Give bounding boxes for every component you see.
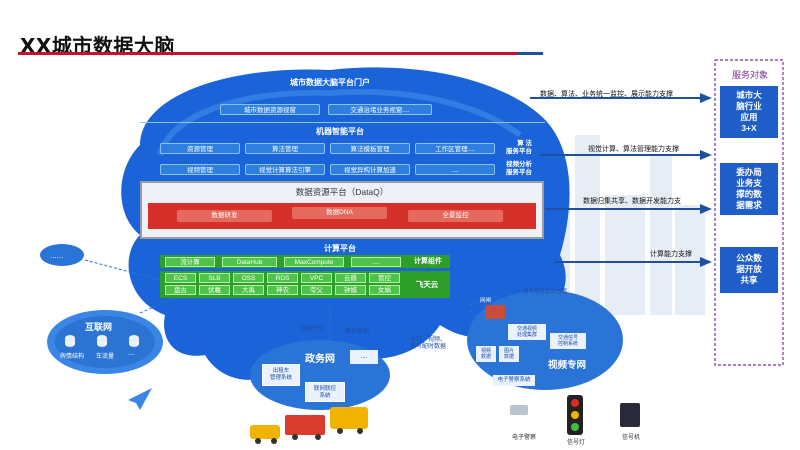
internet-item-1: 车流量 (96, 354, 115, 360)
gov-item-taxi[interactable]: 出租车 管理系统 (262, 364, 300, 386)
cloud-fuxi[interactable]: 伏羲 (199, 285, 230, 295)
ai-row1-item-2[interactable]: 算法模板管理 (330, 143, 410, 154)
video-item-cluster[interactable]: 交通视频 处理集群 (508, 324, 546, 340)
service-city-brain-apps[interactable]: 城市大 脑行业 应用 3+X (720, 86, 778, 138)
services-frame (714, 59, 784, 366)
gov-item-more[interactable]: .... (350, 350, 378, 364)
cloud-zhongkui[interactable]: 钟馗 (335, 285, 366, 295)
dots-cloud (40, 244, 84, 266)
connector-lines (84, 259, 501, 356)
gov-note-data: 政务数据 (345, 329, 370, 335)
panorama-monitor-button[interactable]: 全景监控 (408, 210, 503, 222)
device-label-2: 信号机 (622, 435, 641, 441)
internet-title: 互联网 (85, 322, 113, 332)
portal-item-data-view[interactable]: 城市数据资源视窗 (220, 104, 320, 115)
vehicle-icons (250, 407, 368, 444)
cloud-vpc[interactable]: VPC (301, 273, 332, 283)
portal-item-traffic-view[interactable]: 交通治堵业务视窗.... (328, 104, 432, 115)
ai-row2-item-0[interactable]: 视频管理 (160, 164, 240, 175)
cloud-ecs[interactable]: ECS (165, 273, 196, 283)
service-public-open-data[interactable]: 公众数 据开放 共享 (720, 247, 778, 293)
gov-note-open: 数据开放 (300, 326, 325, 332)
compute-platform-title: 计算平台 (324, 244, 356, 253)
video-title: 视频专网 (548, 360, 587, 371)
cloud-kuafu[interactable]: 夸父 (301, 285, 332, 295)
component-datahub[interactable]: DataHub (222, 257, 277, 267)
cloud-rds[interactable]: RDS (267, 273, 298, 283)
ai-row2-item-2[interactable]: 视觉异构计算加速 (330, 164, 410, 175)
gov-title: 政务网 (305, 354, 335, 365)
internet-item-0: 舆情结构 (60, 354, 85, 360)
ai-row1-item-1[interactable]: 算法管理 (245, 143, 325, 154)
feitian-label: 飞天云 (415, 280, 439, 289)
data-dna-button[interactable]: 数据DNA (292, 207, 387, 219)
video-note-data: 卡口、视频、 信号配时数据 (410, 337, 447, 350)
cloud-shield[interactable]: 云盾 (335, 273, 366, 283)
video-note-signal: 信号配时优化方案 (523, 289, 568, 295)
firewall-icon (485, 305, 505, 319)
cloud-oss[interactable]: OSS (233, 273, 264, 283)
ai-row2-item-3[interactable]: .... (415, 164, 495, 175)
video-item-video-data[interactable]: 视频 数据 (476, 346, 496, 362)
database-icon (129, 335, 139, 347)
arrow-label-0: 数据、算法、业务统一监控、展示能力支撑 (540, 91, 673, 98)
cloud-slb[interactable]: SLB (199, 273, 230, 283)
device-label-0: 电子警察 (512, 435, 537, 441)
cloud-pangu[interactable]: 盘古 (165, 285, 196, 295)
video-net-cloud (467, 290, 623, 390)
ai-row2-item-1[interactable]: 视觉计算算法引擎 (245, 164, 325, 175)
video-item-image-data[interactable]: 图片 数据 (499, 346, 519, 362)
arrow-label-1: 视觉计算、算法管理能力支撑 (588, 146, 679, 153)
capability-arrows (530, 93, 712, 267)
ai-platform-title: 机器智能平台 (316, 127, 364, 136)
title-underline (18, 52, 518, 55)
video-net-label: 网闸 (480, 298, 492, 304)
dots-label: ...... (50, 251, 64, 260)
database-icon (65, 335, 75, 347)
component-maxcompute[interactable]: MaxCompute (284, 257, 344, 267)
gov-item-network-control[interactable]: 联网联控 系统 (305, 382, 345, 402)
paper-plane-icon (128, 388, 152, 410)
title-underline-accent (518, 52, 543, 55)
divider (140, 122, 545, 123)
cloud-control[interactable]: 管控 (369, 273, 400, 283)
ai-row1-item-0[interactable]: 资源管理 (160, 143, 240, 154)
cloud-shennong[interactable]: 神农 (267, 285, 298, 295)
internet-db-icons (65, 335, 139, 347)
portal-title: 城市数据大脑平台门户 (290, 78, 370, 87)
services-title: 服务对象 (731, 70, 768, 80)
data-platform-title: 数据资源平台（DataQ） (295, 187, 389, 197)
component-more[interactable]: .... (351, 257, 401, 267)
device-icons (510, 395, 640, 435)
device-label-1: 信号灯 (567, 440, 586, 446)
internet-item-2: .... (128, 351, 135, 357)
cloud-row1: ECS SLB OSS RDS VPC 云盾 管控 (165, 273, 400, 283)
arrow-label-3: 计算能力支撑 (650, 251, 692, 258)
ai-row1-item-3[interactable]: 工作区管理.... (415, 143, 495, 154)
video-service-label: 视频分析 服务平台 (506, 161, 532, 176)
cloud-nvwa[interactable]: 女娲 (369, 285, 400, 295)
cloud-row2: 盘古 伏羲 大禹 神农 夸父 钟馗 女娲 (165, 285, 400, 295)
arrow-label-2: 数据归集共享、数据开发能力支 (583, 198, 681, 205)
service-bureau-data[interactable]: 委办局 业务支 撑的数 据需求 (720, 163, 778, 215)
component-stream[interactable]: 流计算 (165, 257, 215, 267)
data-dev-button[interactable]: 数据研发 (177, 210, 272, 222)
video-item-signal-ctrl[interactable]: 交通信号 控制系统 (550, 333, 586, 349)
components-label: 计算组件 (414, 258, 442, 265)
video-item-e-police[interactable]: 电子警察系统 (493, 375, 535, 386)
cloud-dayu[interactable]: 大禹 (233, 285, 264, 295)
algorithm-service-label: 算 法 服务平台 (506, 140, 532, 155)
database-icon (97, 335, 107, 347)
